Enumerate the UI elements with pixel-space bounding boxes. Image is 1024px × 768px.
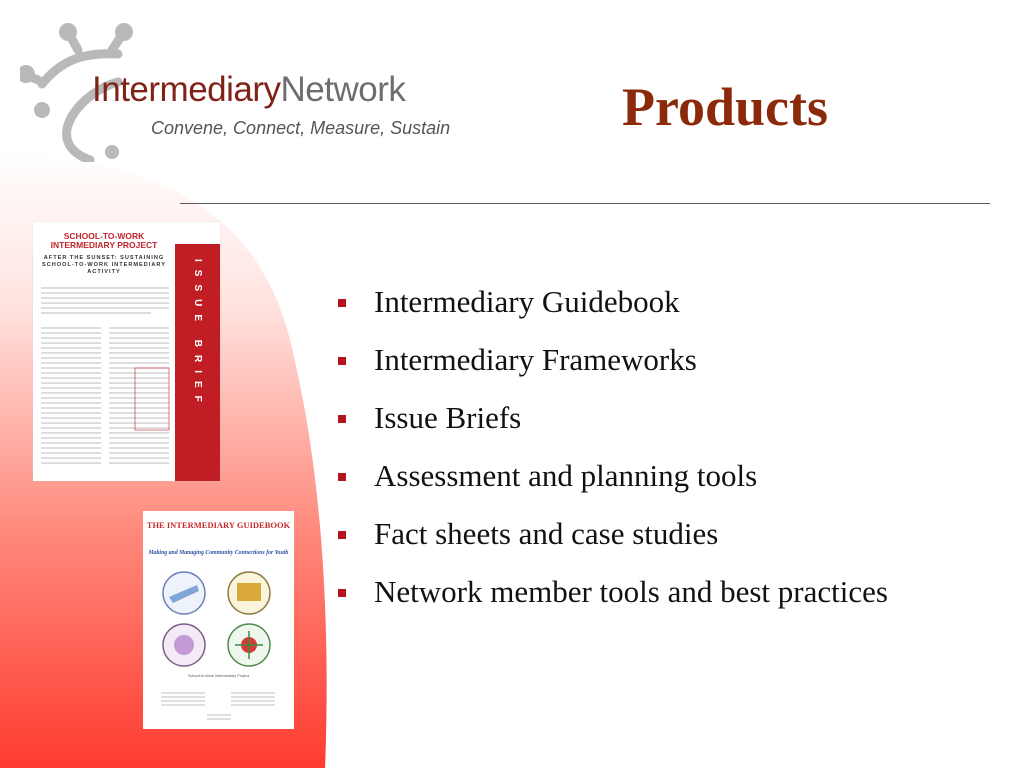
square-bullet-icon [338, 589, 346, 597]
issue-brief-text-lines [41, 287, 170, 464]
list-item-label: Intermediary Frameworks [374, 342, 697, 377]
slide-title: Products [621, 77, 828, 137]
list-item: Issue Briefs [338, 400, 898, 435]
square-bullet-icon [338, 531, 346, 539]
intermediary-network-logo: IntermediaryNetwork Convene, Connect, Me… [20, 22, 460, 162]
square-bullet-icon [338, 473, 346, 481]
logo-word-network: Network [280, 70, 406, 109]
issue-brief-side-label: ISSUE BRIEF [192, 259, 203, 410]
guidebook-footer-lines [161, 692, 275, 720]
product-list: Intermediary Guidebook Intermediary Fram… [338, 284, 898, 632]
logo-tagline: Convene, Connect, Measure, Sustain [151, 118, 451, 138]
molecule-logo-icon [20, 23, 133, 162]
guidebook-producer: School-to-Work Intermediary Project [187, 674, 250, 678]
guidebook-title: THE INTERMEDIARY GUIDEBOOK [146, 520, 291, 530]
list-item-label: Fact sheets and case studies [374, 516, 719, 551]
list-item-label: Network member tools and best practices [374, 574, 888, 609]
issue-brief-side-top [175, 222, 220, 244]
list-item-label: Issue Briefs [374, 400, 522, 435]
guidebook-subtitle: Making and Managing Community Connection… [148, 550, 289, 556]
guidebook-emblems [162, 571, 271, 667]
square-bullet-icon [338, 357, 346, 365]
issue-brief-title: SCHOOL-TO-WORK INTERMEDIARY PROJECT [50, 231, 158, 250]
list-item-label: Assessment and planning tools [374, 458, 758, 493]
title-divider [180, 203, 990, 204]
logo-wordmark: IntermediaryNetwork [92, 70, 406, 110]
list-item: Assessment and planning tools [338, 458, 898, 493]
issue-brief-subtitle: AFTER THE SUNSET: SUSTAINING SCHOOL-TO-W… [42, 255, 166, 275]
list-item: Network member tools and best practices [338, 574, 898, 609]
guidebook-thumbnail: THE INTERMEDIARY GUIDEBOOK Making and Ma… [143, 511, 294, 729]
list-item: Fact sheets and case studies [338, 516, 898, 551]
issue-brief-side-band [175, 222, 220, 481]
list-item: Intermediary Frameworks [338, 342, 898, 377]
square-bullet-icon [338, 299, 346, 307]
list-item: Intermediary Guidebook [338, 284, 898, 319]
square-bullet-icon [338, 415, 346, 423]
issue-brief-thumbnail: SCHOOL-TO-WORK INTERMEDIARY PROJECT AFTE… [33, 222, 220, 481]
logo-word-intermediary: Intermediary [92, 70, 281, 109]
list-item-label: Intermediary Guidebook [374, 284, 680, 319]
